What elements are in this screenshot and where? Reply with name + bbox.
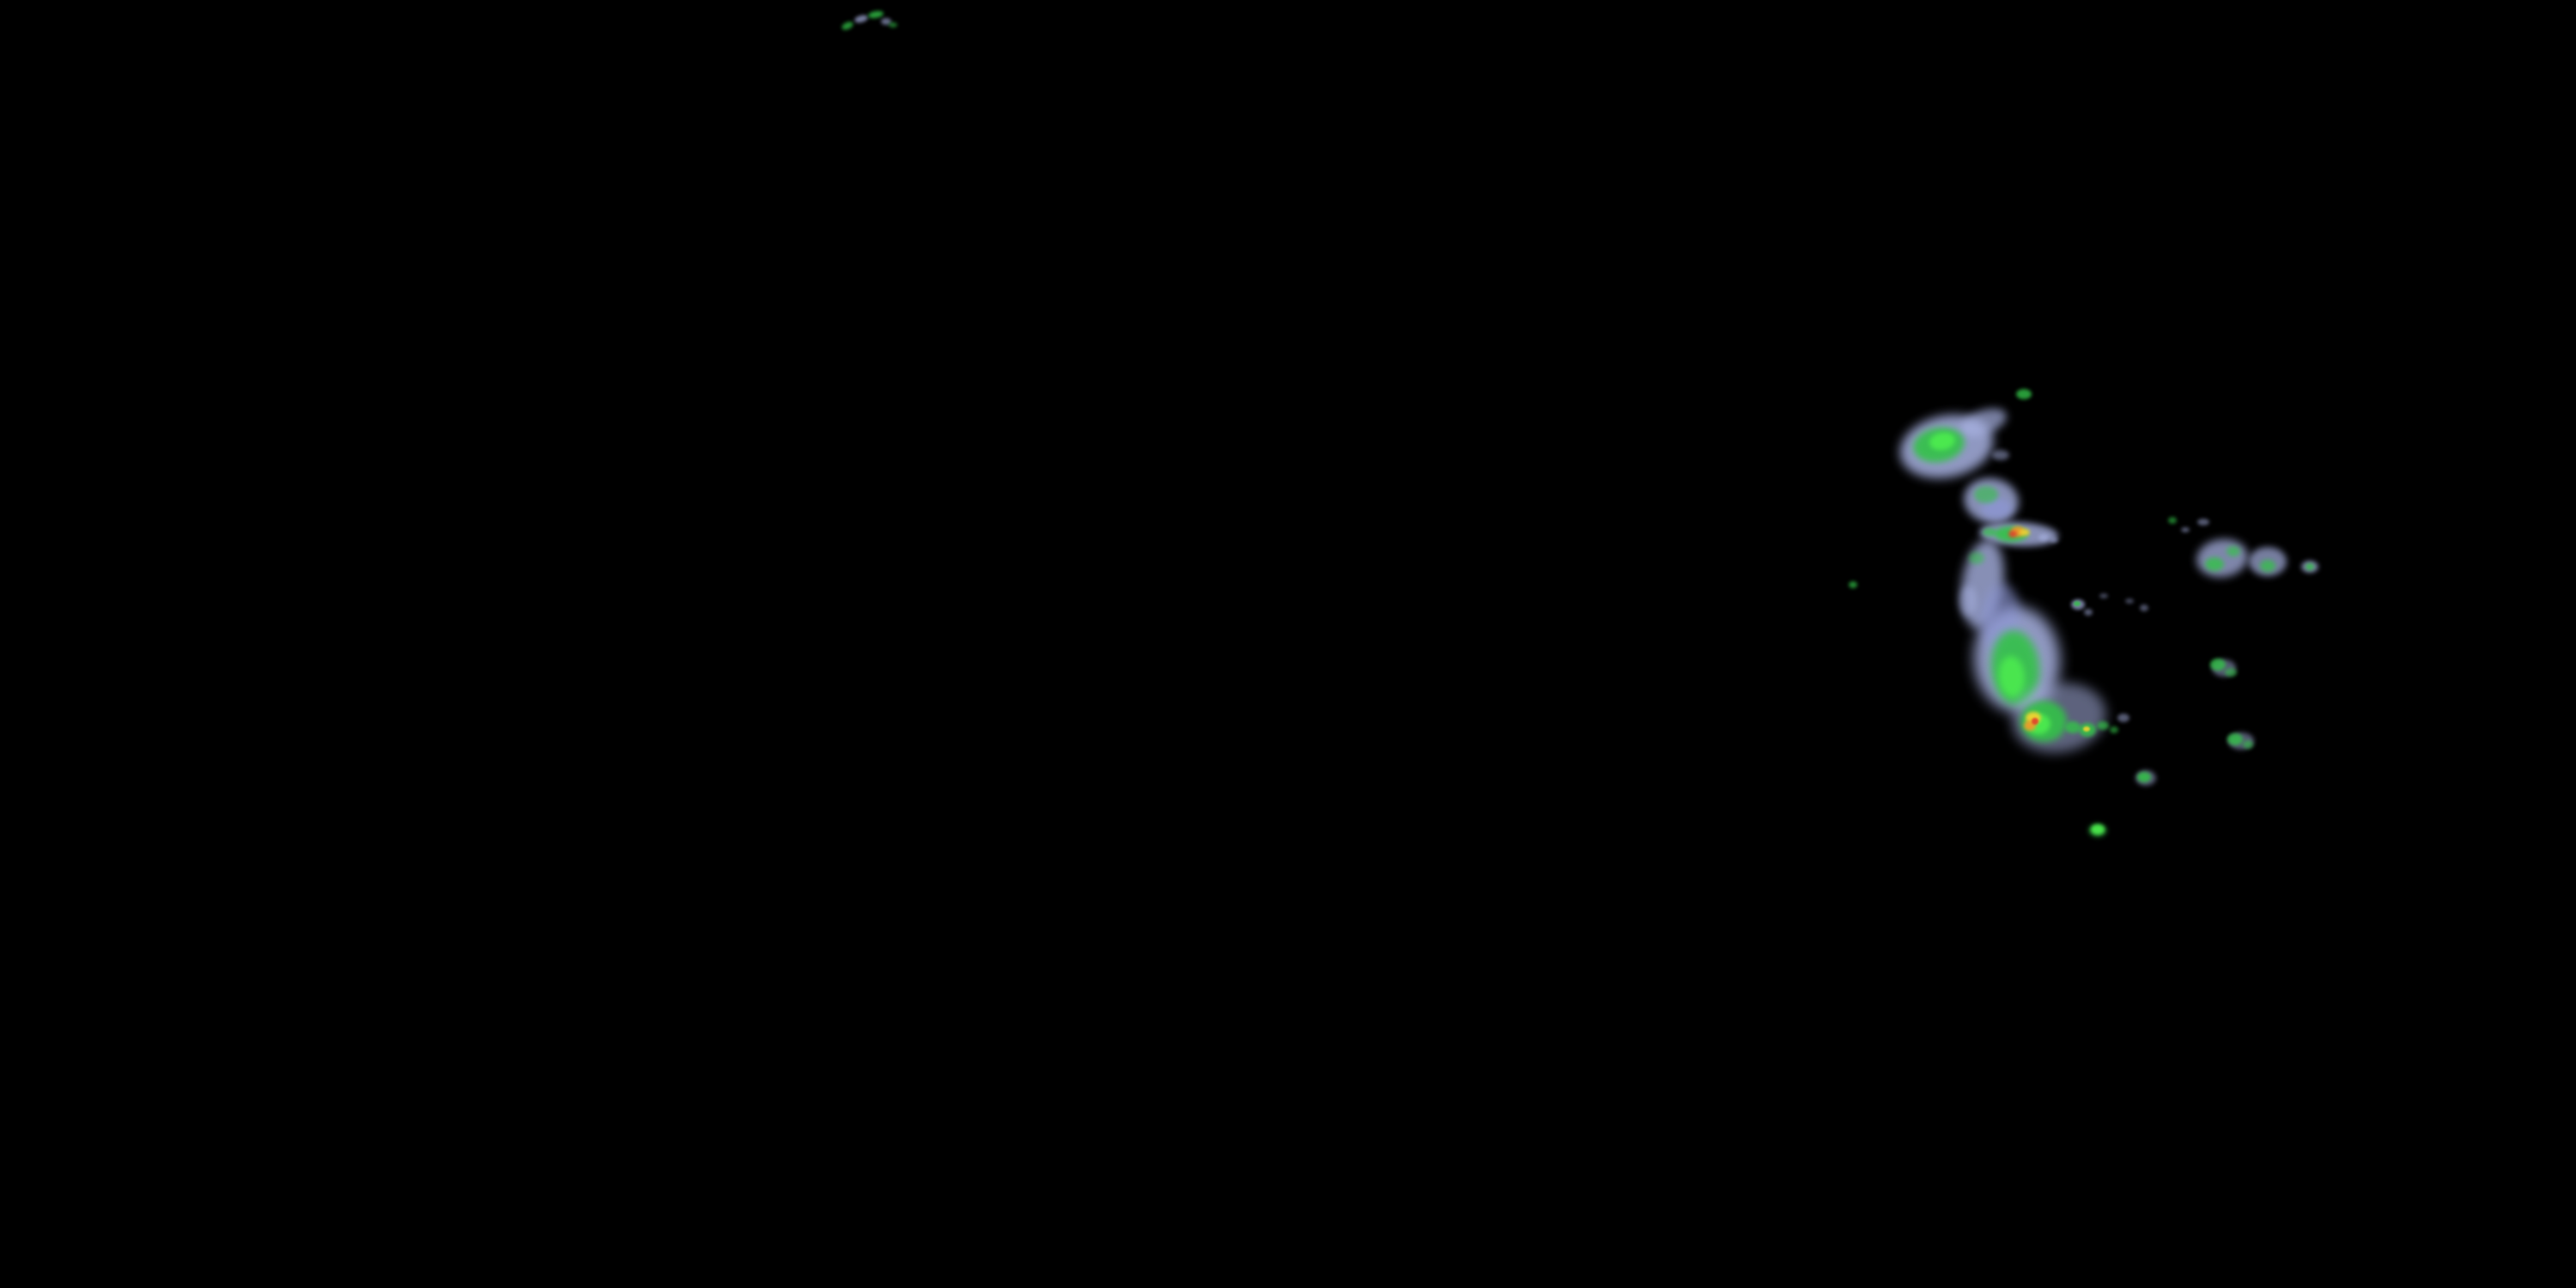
radar-echo xyxy=(854,14,869,24)
radar-echo xyxy=(2083,726,2090,732)
radar-echo xyxy=(2243,740,2253,749)
radar-echo xyxy=(2212,659,2236,677)
radar-echo xyxy=(2079,723,2096,737)
radar-echo xyxy=(2125,598,2134,604)
radar-echo xyxy=(1981,498,2012,519)
radar-echo xyxy=(2032,718,2038,725)
radar-echo xyxy=(1893,406,2000,487)
radar-echo xyxy=(2065,721,2081,733)
radar-echo xyxy=(1978,519,2059,549)
radar-echo xyxy=(2181,527,2190,532)
radar-echo xyxy=(1994,526,2028,542)
radar-echo xyxy=(2006,676,2112,760)
radar-echo xyxy=(2225,668,2237,677)
radar-echo xyxy=(2140,605,2148,611)
radar-echo xyxy=(1959,586,1977,617)
radar-echo xyxy=(1969,602,2065,717)
radar-echo xyxy=(2088,823,2107,837)
radar-echo xyxy=(840,20,855,32)
radar-echo xyxy=(2306,563,2314,570)
radar-echo xyxy=(2227,546,2240,556)
radar-echo xyxy=(1983,528,1996,537)
radar-echo xyxy=(1988,628,2043,708)
radar-echo xyxy=(2020,529,2030,536)
radar-echo xyxy=(889,22,897,27)
radar-echo xyxy=(1956,403,2011,442)
radar-echo xyxy=(2110,726,2118,733)
radar-echo xyxy=(1959,473,2023,528)
radar-echo xyxy=(2194,536,2251,580)
radar-echo xyxy=(2074,601,2081,606)
radar-echo xyxy=(2210,659,2226,671)
radar-echo xyxy=(2016,389,2032,399)
radar-echo xyxy=(2136,770,2156,786)
radar-echo xyxy=(2020,701,2067,742)
radar-echo xyxy=(2071,599,2085,610)
radar-echo xyxy=(867,9,884,20)
radar-echo xyxy=(2301,561,2318,573)
radar-echo xyxy=(1849,581,1857,588)
radar-echo xyxy=(2117,714,2129,722)
radar-echo xyxy=(2260,560,2275,572)
radar-echo xyxy=(2038,534,2049,541)
radar-echo xyxy=(2227,733,2243,745)
radar-echo xyxy=(2099,593,2108,598)
radar-echo xyxy=(1996,654,2027,699)
radar-echo xyxy=(2228,732,2254,750)
radar-echo xyxy=(2168,517,2177,524)
radar-echo xyxy=(2249,547,2287,576)
radar-echo xyxy=(1910,423,1968,466)
radar-echo xyxy=(1974,486,1998,503)
radar-echo xyxy=(1992,450,2009,460)
radar-echo xyxy=(2084,609,2093,616)
radar-echo xyxy=(2197,519,2209,526)
radar-echo xyxy=(1969,552,1984,564)
radar-echo xyxy=(1928,430,1957,453)
radar-echo xyxy=(2026,712,2041,724)
radar-echo xyxy=(2137,772,2151,782)
radar-echo xyxy=(1955,537,2010,631)
radar-echo xyxy=(2097,721,2109,730)
radar-echo xyxy=(2205,557,2224,571)
radar-echo xyxy=(2011,526,2025,537)
radar-echo xyxy=(1978,582,2023,654)
radar-echo xyxy=(2024,720,2036,731)
radar-echo xyxy=(2026,714,2050,734)
radar-echo xyxy=(2008,531,2017,538)
radar-echo xyxy=(2050,538,2058,543)
radar-echo xyxy=(2091,824,2105,835)
radar-echo xyxy=(881,18,891,25)
